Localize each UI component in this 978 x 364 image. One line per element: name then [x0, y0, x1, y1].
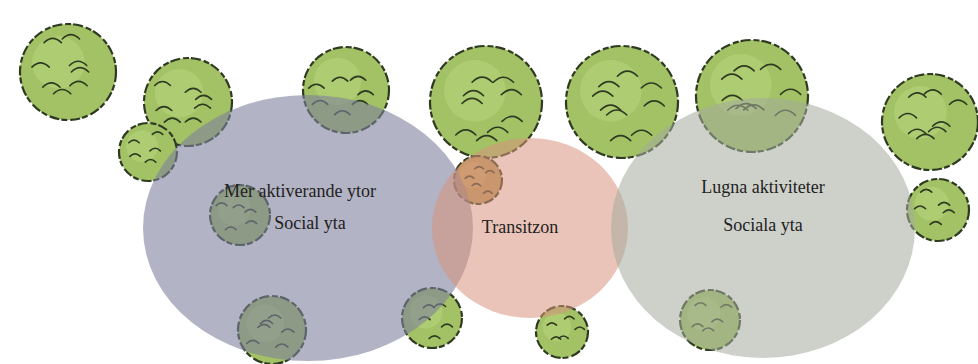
transition-ellipse: Transitzon	[432, 138, 628, 318]
tree	[882, 74, 978, 170]
tree	[907, 179, 969, 241]
zone-ellipse: Mer aktiverande ytorSocial yta	[143, 95, 473, 361]
zone-heading: Lugna aktiviteter	[701, 178, 824, 198]
zone-heading: Mer aktiverande ytor	[224, 182, 376, 202]
zone-label: Social yta	[274, 214, 345, 234]
zone-label: Sociala yta	[723, 216, 802, 236]
zone-label: Transitzon	[482, 218, 558, 238]
zone-ellipse: Lugna aktiviteterSociala yta	[611, 98, 915, 358]
tree	[20, 24, 116, 120]
